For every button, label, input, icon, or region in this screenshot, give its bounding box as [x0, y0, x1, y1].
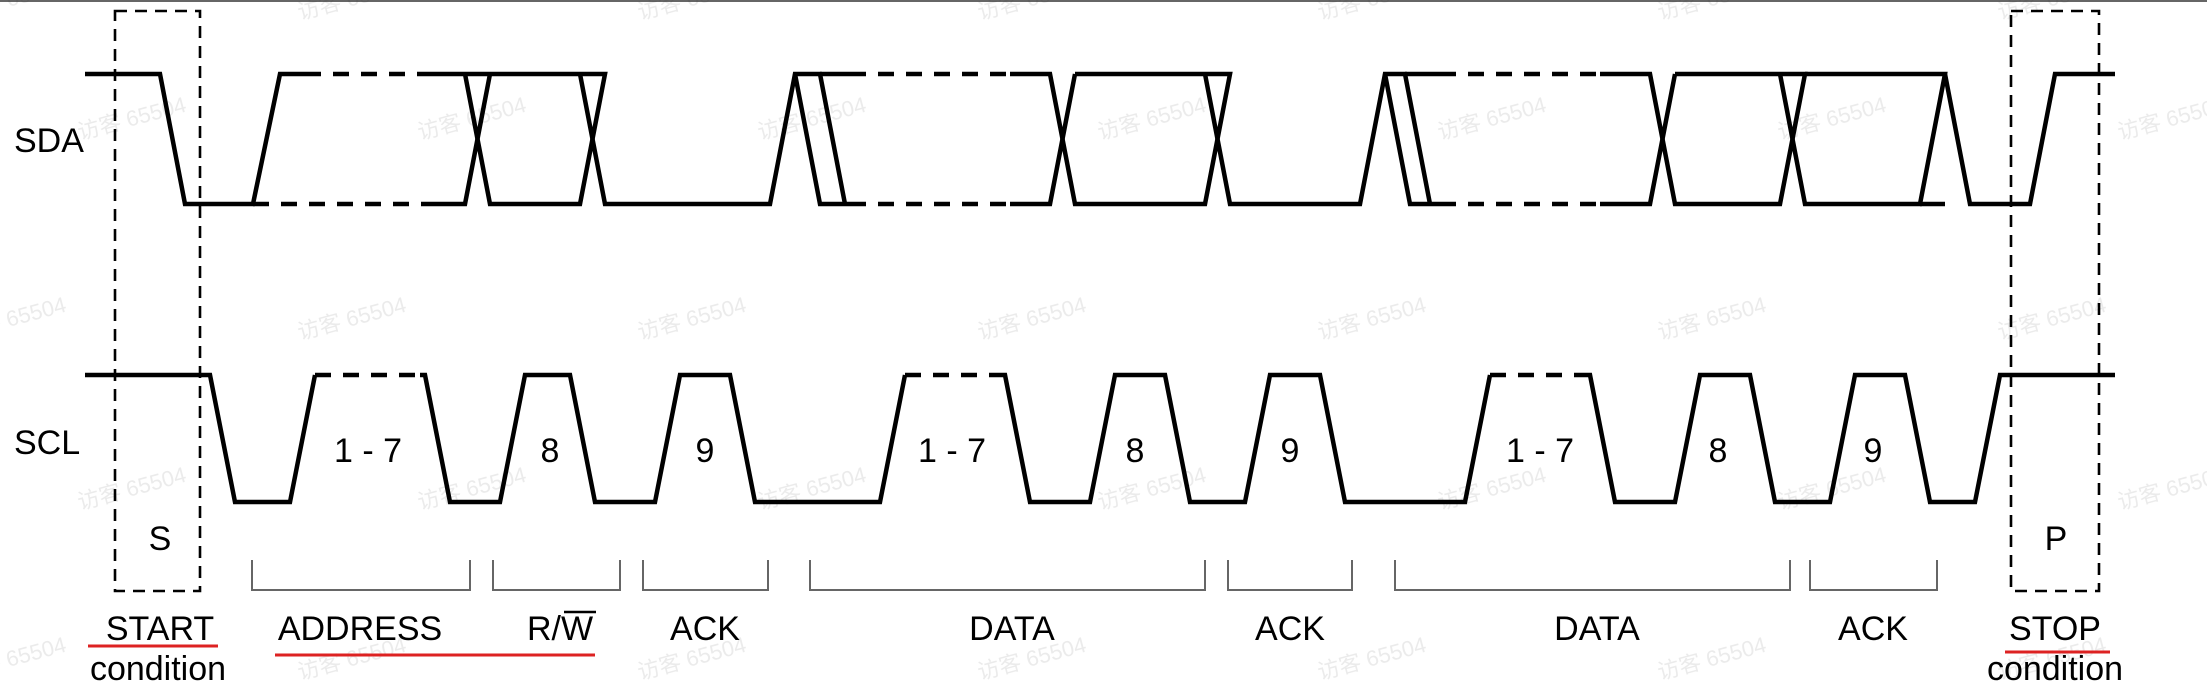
rw-w-overlined: W: [561, 610, 593, 648]
watermark-text: 访客 65504: [295, 292, 409, 345]
watermark-text: 访客 65504: [1655, 292, 1769, 345]
ack1-label: ACK: [670, 610, 740, 648]
watermark-text: 访客 65504: [295, 0, 409, 25]
start-label: START: [106, 610, 214, 648]
bit-label: 1 - 7: [334, 432, 402, 470]
watermark-text: 访客 65504: [2115, 462, 2207, 515]
watermark-text: 访客 65504: [2115, 92, 2207, 145]
watermark-text: 访客 65504: [975, 0, 1089, 25]
start-condition-box: [113, 9, 202, 593]
ack1-bracket: [642, 560, 769, 591]
scl-label: SCL: [14, 424, 80, 462]
ack2-bracket: [1227, 560, 1353, 591]
address-label: ADDRESS: [278, 610, 442, 648]
sda-label: SDA: [14, 122, 84, 160]
stop-label: STOP: [2009, 610, 2101, 648]
red-annotations: [88, 644, 2110, 657]
start-marker: S: [149, 520, 172, 558]
watermark-text: 访客 65504: [1315, 632, 1429, 685]
bit-label: 9: [1864, 432, 1883, 470]
data2-bracket: [1394, 560, 1791, 591]
bit-label: 1 - 7: [1506, 432, 1574, 470]
watermark-text: 访客 65504: [755, 92, 869, 145]
field-brackets: [251, 560, 1938, 591]
watermark-text: 访客 65504: [1095, 92, 1209, 145]
watermark-text: 访客 65504: [1315, 0, 1429, 25]
ack3-bracket: [1809, 560, 1938, 591]
bit-label: 1 - 7: [918, 432, 986, 470]
address-bracket: [251, 560, 471, 591]
rw-bracket: [492, 560, 621, 591]
scl-waveform: [85, 372, 2115, 505]
watermark-text: 访客 65504: [0, 0, 69, 25]
rw-label: R/W: [527, 610, 593, 648]
watermark-text: 访客 65504: [1655, 632, 1769, 685]
ack3-label: ACK: [1838, 610, 1908, 648]
stop-marker: P: [2045, 520, 2068, 558]
field-labels: START condition ADDRESS R/W ACK DATA ACK…: [90, 610, 2123, 686]
data2-label: DATA: [1554, 610, 1640, 648]
bit-label: 9: [696, 432, 715, 470]
scl-bit-labels: 1 - 7 8 9 1 - 7 8 9 1 - 7 8 9: [334, 432, 1882, 470]
watermark-text: 访客 65504: [1655, 0, 1769, 25]
bit-label: 8: [541, 432, 560, 470]
watermark-text: 访客 65504: [415, 462, 529, 515]
bit-label: 9: [1281, 432, 1300, 470]
watermark-text: 访客 65504: [1095, 462, 1209, 515]
watermark-text: 访客 65504: [1315, 292, 1429, 345]
sda-waveform: [85, 71, 2115, 207]
watermark-text: 访客 65504: [0, 292, 69, 345]
watermark-text: 访客 65504: [975, 292, 1089, 345]
bit-label: 8: [1709, 432, 1728, 470]
watermark-text: 访客 65504: [0, 632, 69, 685]
stop-condition-label: condition: [1987, 650, 2123, 686]
ack2-label: ACK: [1255, 610, 1325, 648]
watermark-text: 访客 65504: [755, 462, 869, 515]
data1-bracket: [809, 560, 1206, 591]
watermark-text: 访客 65504: [635, 0, 749, 25]
watermark-text: 访客 65504: [75, 462, 189, 515]
watermark-text: 访客 65504: [1435, 92, 1549, 145]
stop-condition-box: [2009, 9, 2101, 593]
bit-label: 8: [1126, 432, 1145, 470]
data1-label: DATA: [969, 610, 1055, 648]
start-condition-label: condition: [90, 650, 226, 686]
watermark-text: 访客 65504: [635, 292, 749, 345]
